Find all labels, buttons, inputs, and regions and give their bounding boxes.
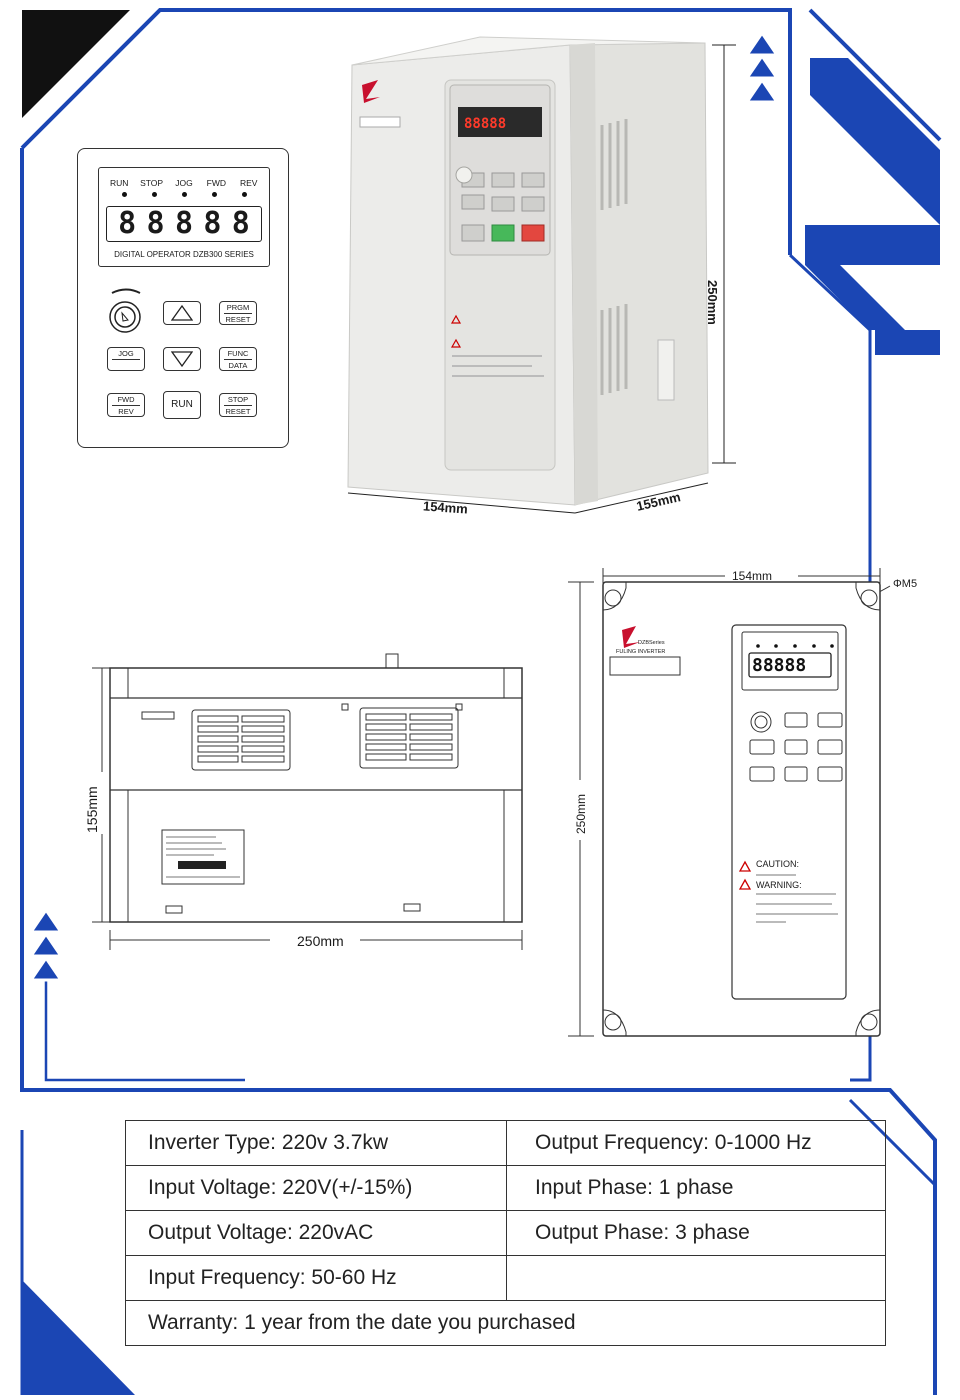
photo-stop-key: [521, 224, 545, 242]
triangle-up-icon: [171, 305, 193, 321]
dim-side-width: 250mm: [297, 933, 344, 949]
jog-button[interactable]: JOG: [107, 347, 145, 371]
reset-label: RESET: [225, 314, 251, 324]
led-dot-run: [122, 192, 127, 197]
arrow-stack-top-right: [744, 30, 780, 104]
func-data-button[interactable]: FUNC DATA: [219, 347, 257, 371]
digit-1: 8: [118, 206, 137, 241]
func-label: FUNC: [227, 348, 249, 358]
blue-band-bottom-left: [22, 1280, 135, 1395]
vent-right: [359, 707, 459, 769]
run-label: RUN: [171, 399, 193, 410]
spec-table: Inverter Type: 220v 3.7kw Output Frequen…: [125, 1120, 886, 1346]
spec-output-voltage: Output Voltage: 220vAC: [125, 1210, 507, 1256]
table-row: Input Voltage: 220V(+/-15%) Input Phase:…: [125, 1165, 886, 1211]
frame-line-left-inner: [44, 975, 245, 1082]
dim-front-width: 154mm: [732, 569, 773, 583]
led-label-stop: STOP: [140, 178, 164, 188]
up-arrow-button[interactable]: [163, 301, 201, 325]
spec-input-frequency: Input Frequency: 50-60 Hz: [125, 1255, 507, 1301]
keypad-panel: RUN STOP JOG FWD REV 8 8 8 8 8 DIGITAL O…: [77, 148, 289, 448]
led-label-run: RUN: [109, 178, 129, 188]
prgm-reset-button[interactable]: PRGM RESET: [219, 301, 257, 325]
data-label: DATA: [228, 360, 248, 370]
triangle-down-icon: [171, 351, 193, 367]
dim-photo-height: 250mm: [705, 280, 720, 325]
spec-input-phase: Input Phase: 1 phase: [506, 1165, 886, 1211]
blue-band-right-3: [875, 330, 940, 355]
stop-reset-label: RESET: [225, 406, 251, 416]
potentiometer-knob-icon[interactable]: [106, 285, 146, 335]
side-nameplate: [161, 829, 245, 885]
led-dot-rev: [242, 192, 247, 197]
display-caption: DIGITAL OPERATOR DZB300 SERIES: [114, 250, 254, 259]
frame-line-right-top: [808, 8, 942, 142]
led-label-jog: JOG: [175, 178, 193, 188]
front-warning-label: WARNING:: [756, 880, 802, 890]
side-vent-bottom: [600, 304, 628, 395]
dim-photo-width: 154mm: [422, 498, 469, 517]
vent-left: [191, 709, 291, 771]
photo-display: [458, 107, 542, 137]
table-row: Output Voltage: 220vAC Output Phase: 3 p…: [125, 1210, 886, 1256]
led-dot-fwd: [212, 192, 217, 197]
down-arrow-button[interactable]: [163, 347, 201, 371]
spec-inverter-type: Inverter Type: 220v 3.7kw: [125, 1120, 507, 1166]
table-row: Input Frequency: 50-60 Hz: [125, 1255, 886, 1301]
spec-empty-cell: [506, 1255, 886, 1301]
fwd-label: FWD: [117, 394, 135, 404]
corner-black-triangle: [22, 10, 130, 118]
digit-4: 8: [203, 206, 222, 241]
led-dot-stop: [152, 192, 157, 197]
spec-warranty: Warranty: 1 year from the date you purch…: [125, 1300, 886, 1346]
dim-front-height: 250mm: [574, 793, 588, 834]
led-labels: RUN STOP JOG FWD REV: [99, 178, 269, 188]
seven-segment-display: 8 8 8 8 8: [106, 206, 262, 242]
brand-logo-photo: [362, 80, 380, 103]
dim-mount-hole: ΦM5: [893, 578, 918, 590]
led-label-rev: REV: [240, 178, 258, 188]
photo-run-key: [491, 224, 515, 242]
front-brand-series: DZBSeries: [638, 640, 665, 646]
digit-3: 8: [174, 206, 193, 241]
front-view-drawing: 88888: [568, 568, 891, 1037]
led-label-fwd: FWD: [206, 178, 227, 188]
led-dot-jog: [182, 192, 187, 197]
front-brand-name: FULING INVERTER: [616, 649, 666, 655]
table-row: Warranty: 1 year from the date you purch…: [125, 1300, 886, 1346]
stop-label: STOP: [227, 394, 249, 404]
frame-line-top: [20, 8, 792, 255]
table-row: Inverter Type: 220v 3.7kw Output Frequen…: [125, 1120, 886, 1166]
spec-input-voltage: Input Voltage: 220V(+/-15%): [125, 1165, 507, 1211]
spec-output-phase: Output Phase: 3 phase: [506, 1210, 886, 1256]
caution-triangle-icon: [738, 860, 752, 872]
side-view-drawing: [92, 653, 523, 950]
warning-triangle-icon: [738, 878, 752, 890]
fwd-rev-button[interactable]: FWD REV: [107, 393, 145, 417]
rev-label: REV: [118, 406, 134, 416]
arrow-stack-left: [28, 907, 64, 982]
frame-line-left: [20, 210, 937, 1395]
brand-logo-front: [622, 626, 640, 648]
dim-side-height: 155mm: [84, 786, 100, 833]
front-caution-label: CAUTION:: [756, 859, 800, 869]
stop-reset-button[interactable]: STOP RESET: [219, 393, 257, 417]
prgm-label: PRGM: [226, 302, 250, 312]
spec-output-frequency: Output Frequency: 0-1000 Hz: [506, 1120, 886, 1166]
display-area: RUN STOP JOG FWD REV 8 8 8 8 8 DIGITAL O…: [98, 167, 270, 267]
side-vent-top: [600, 119, 628, 210]
frame-line-bottom-right: [848, 1098, 937, 1187]
housing-top: [351, 36, 706, 66]
blue-band-top-right: [810, 58, 940, 225]
jog-label: JOG: [118, 348, 134, 358]
digit-2: 8: [146, 206, 165, 241]
svg-text:88888: 88888: [752, 655, 806, 676]
run-button[interactable]: RUN: [163, 391, 201, 419]
digit-5: 8: [231, 206, 250, 241]
svg-text:88888: 88888: [464, 116, 506, 132]
inverter-product-photo: 88888: [347, 36, 736, 514]
blue-band-right-2: [805, 225, 940, 330]
